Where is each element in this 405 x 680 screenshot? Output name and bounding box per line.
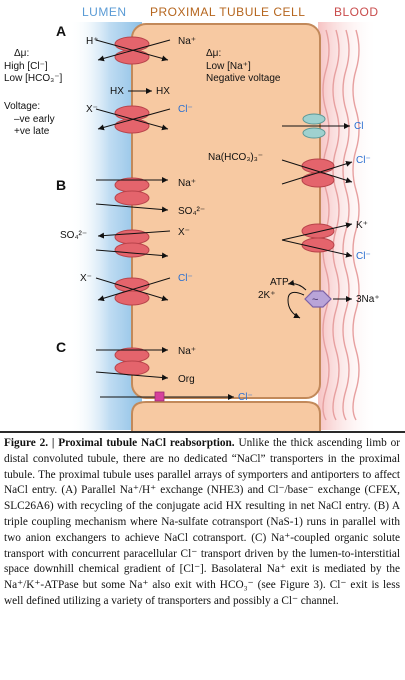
label-x-minus-b1: X⁻ xyxy=(178,227,190,238)
label-hx-left: HX xyxy=(110,86,124,97)
label-hx-right: HX xyxy=(156,86,170,97)
figure-caption: Figure 2. | Proximal tubule NaCl reabsor… xyxy=(4,436,400,674)
label-so4-left: SO₄²⁻ xyxy=(60,230,87,241)
caption-title: Figure 2. | Proximal tubule NaCl reabsor… xyxy=(4,437,235,449)
section-c-label: C xyxy=(56,339,66,355)
kcl-cotransporter xyxy=(281,222,353,258)
label-cl-minus-a: Cl⁻ xyxy=(178,104,193,115)
tight-junction xyxy=(154,391,165,402)
lumen-low-hco3: Low [HCO₃⁻] xyxy=(4,73,62,84)
section-b-label: B xyxy=(56,177,66,193)
label-cl-channel: Cl xyxy=(354,121,363,132)
pump-tilde-icon: ~ xyxy=(312,294,318,306)
label-atp: ATP xyxy=(270,277,289,288)
cfex-transporter xyxy=(95,105,171,134)
label-na-hco3: Na(HCO₃)₃⁻ xyxy=(208,152,263,163)
cell-low-na: Low [Na⁺] xyxy=(206,61,251,72)
paracellular-chloride-path xyxy=(100,391,234,402)
label-two-k: 2K⁺ xyxy=(258,290,276,301)
label-x-minus-a: X⁻ xyxy=(86,104,98,115)
lumen-delta-mu: Δμ: xyxy=(14,48,29,59)
label-cl-para: Cl⁻ xyxy=(238,392,253,403)
diagram: LUMEN PROXIMAL TUBULE CELL BLOOD Δμ: Hig… xyxy=(4,5,380,432)
cell-negative-voltage: Negative voltage xyxy=(206,73,281,84)
label-na-plus-c: Na⁺ xyxy=(178,346,196,357)
cell-header: PROXIMAL TUBULE CELL xyxy=(150,5,305,19)
label-x-minus-b2: X⁻ xyxy=(80,273,92,284)
lumen-ve-early: –ve early xyxy=(14,114,55,125)
lumen-high-cl: High [Cl⁻] xyxy=(4,61,48,72)
label-three-na: 3Na⁺ xyxy=(356,294,380,305)
label-cl-baso2: Cl⁻ xyxy=(356,251,371,262)
section-a-label: A xyxy=(56,23,66,39)
cell-delta-mu: Δμ: xyxy=(206,48,221,59)
nhe3-transporter xyxy=(95,36,171,65)
chloride-channel xyxy=(282,113,350,139)
adjacent-cell xyxy=(131,401,321,432)
sulfate-anion-exchanger xyxy=(95,229,171,259)
label-so4-b: SO₄²⁻ xyxy=(178,206,205,217)
caption-body: Unlike the thick ascending limb or dista… xyxy=(4,437,400,607)
label-na-plus-b: Na⁺ xyxy=(178,178,196,189)
chloride-anion-exchanger xyxy=(95,277,171,306)
label-cl-baso1: Cl⁻ xyxy=(356,155,371,166)
lumen-header: LUMEN xyxy=(82,5,127,19)
label-na-plus-a: Na⁺ xyxy=(178,36,196,47)
nas1-transporter xyxy=(95,177,169,213)
lumen-ve-late: +ve late xyxy=(14,126,50,137)
lumen-voltage: Voltage: xyxy=(4,101,40,112)
label-cl-minus-b: Cl⁻ xyxy=(178,273,193,284)
label-org: Org xyxy=(178,374,195,385)
na-k-atpase: ~ xyxy=(287,279,352,319)
label-k-plus-baso: K⁺ xyxy=(356,220,368,231)
blood-header: BLOOD xyxy=(334,5,379,19)
nbc-transporter xyxy=(281,158,353,188)
na-organic-cotransporter xyxy=(95,347,169,381)
caption-divider xyxy=(0,431,405,433)
label-h-plus: H⁺ xyxy=(86,36,99,47)
cell-body xyxy=(131,23,321,399)
